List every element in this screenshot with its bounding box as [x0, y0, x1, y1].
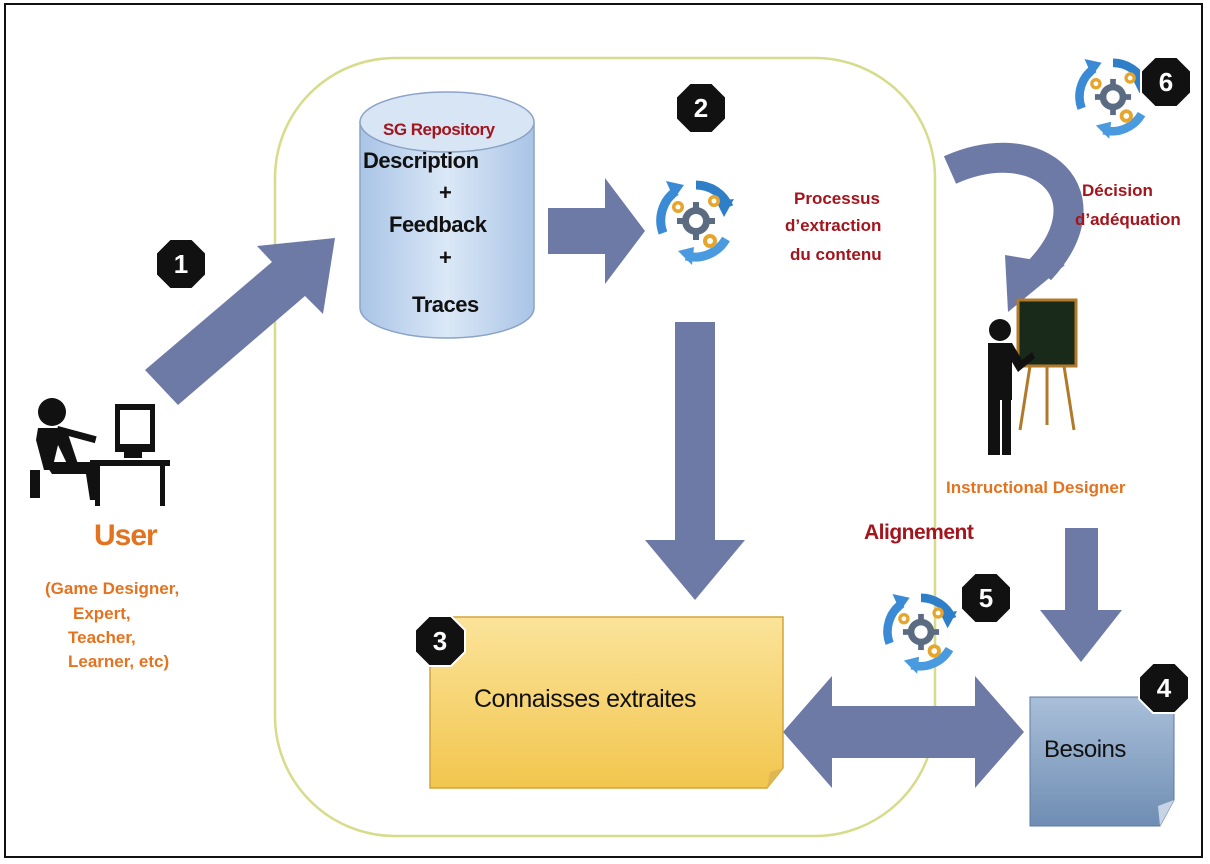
needs-note	[1029, 696, 1175, 827]
arrow-repository-to-process	[548, 178, 645, 284]
needs-box-label: Besoins	[1044, 736, 1126, 763]
user-role-2: Expert,	[73, 604, 131, 623]
step-1-badge: 1	[155, 238, 207, 290]
step-2-number: 2	[694, 93, 708, 123]
arrow-alignment-double	[783, 676, 1024, 788]
step-3-number: 3	[433, 626, 447, 656]
user-role-3: Teacher,	[68, 628, 136, 647]
user-role-1: (Game Designer,	[45, 579, 180, 598]
step-5-number: 5	[979, 583, 993, 613]
arrow-decision-to-designer	[943, 142, 1084, 312]
extraction-gear-icon	[661, 181, 734, 265]
step-2-badge: 2	[675, 82, 727, 134]
step-6-badge: 6	[1140, 56, 1192, 108]
decision-gear-icon	[1079, 59, 1149, 139]
process-container	[273, 56, 937, 838]
repository-description: Description	[363, 148, 479, 173]
instructional-designer-icon	[988, 298, 1078, 455]
step-5-badge: 5	[960, 572, 1012, 624]
step-6-number: 6	[1159, 67, 1173, 97]
process-label-3: du contenu	[790, 245, 882, 264]
repository-plus-1: +	[439, 180, 452, 205]
knowledge-box	[429, 616, 784, 789]
repository-title: SG Repository	[383, 120, 495, 139]
arrow-designer-to-needs	[1040, 528, 1122, 662]
user-title: User	[94, 519, 158, 552]
sg-repository-cylinder	[359, 91, 535, 339]
step-1-number: 1	[174, 249, 188, 279]
alignment-gear-icon	[887, 594, 957, 674]
repository-feedback: Feedback	[389, 212, 487, 237]
process-label-1: Processus	[794, 189, 880, 208]
knowledge-box-label: Connaisses extraites	[474, 685, 697, 713]
repository-traces: Traces	[412, 292, 479, 317]
user-computer-icon	[30, 398, 170, 506]
step-4-number: 4	[1157, 673, 1172, 703]
alignment-label: Alignement	[864, 521, 974, 544]
decision-label-2: d’adéquation	[1075, 210, 1181, 229]
arrow-user-to-repository	[145, 238, 335, 405]
arrow-process-to-knowledge	[645, 322, 745, 600]
process-label-2: d’extraction	[785, 216, 882, 235]
repository-plus-2: +	[439, 245, 452, 270]
step-3-badge: 3	[414, 615, 466, 667]
user-role-4: Learner, etc)	[68, 652, 170, 671]
instructional-designer-label: Instructional Designer	[946, 478, 1126, 497]
decision-label-1: Décision	[1082, 181, 1153, 200]
step-4-badge: 4	[1138, 662, 1190, 714]
